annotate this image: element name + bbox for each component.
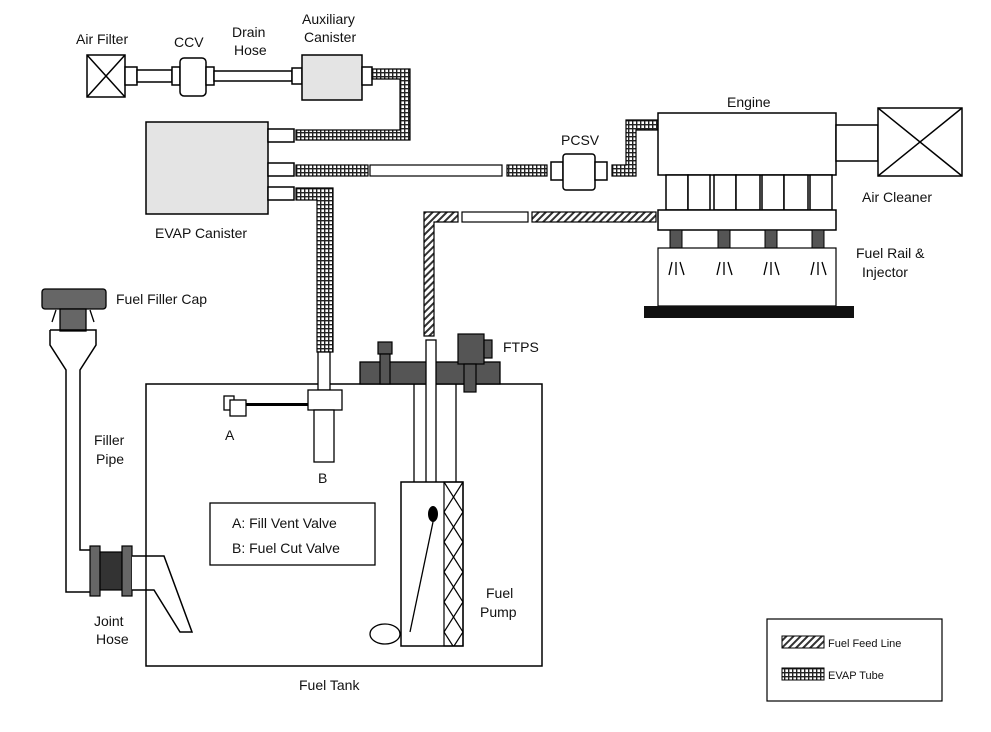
fuel-filler-cap <box>41 288 107 332</box>
fuel-cut-valve <box>307 351 343 463</box>
evap-canister-label: EVAP Canister <box>155 225 247 241</box>
fill-vent-valve-key: A: Fill Vent Valve <box>232 515 337 531</box>
purge-hose <box>369 164 503 177</box>
fuel-filter-element <box>443 481 464 647</box>
legend-evap-label: EVAP Tube <box>828 670 884 682</box>
legend: Fuel Feed Line EVAP Tube <box>766 618 943 702</box>
engine <box>657 112 837 176</box>
filler-pipe <box>49 329 97 593</box>
valve-key-box: A: Fill Vent Valve B: Fuel Cut Valve <box>209 502 376 566</box>
ccv-valve <box>171 57 215 97</box>
tank-inlet-pipe <box>132 555 194 633</box>
drain-hose <box>213 70 293 82</box>
joint-hose <box>89 545 133 597</box>
air-filter-hose <box>136 69 173 83</box>
legend-evap-swatch <box>781 667 825 681</box>
fuel-filler-cap-label: Fuel Filler Cap <box>116 291 207 307</box>
pcsv-label: PCSV <box>561 132 600 148</box>
fill-vent-valve <box>223 395 308 417</box>
auxiliary-canister <box>291 54 373 101</box>
pcsv-valve <box>550 153 608 191</box>
valve-a-label: A <box>225 427 235 443</box>
cylinder-head-outline <box>657 247 837 307</box>
evap-tube-purge-2 <box>506 164 548 177</box>
fuel-tank-label: Fuel Tank <box>299 677 360 693</box>
fuel-rail <box>657 209 837 231</box>
ftps-sensor <box>457 333 493 393</box>
filler-cap-bracket <box>51 309 95 323</box>
ftps-label: FTPS <box>503 339 539 355</box>
evap-canister <box>145 121 295 215</box>
injector-sprays <box>668 261 827 276</box>
fuel-injectors <box>669 229 825 249</box>
ccv-label: CCV <box>174 34 204 50</box>
evap-tube-aux-to-canister <box>295 68 411 141</box>
evap-tube-pcsv-to-engine <box>611 119 659 177</box>
valve-b-label: B <box>318 470 327 486</box>
engine-base-plate <box>644 306 854 318</box>
evap-tube-purge-1 <box>295 164 369 177</box>
fuel-level-float <box>369 623 401 645</box>
flange-fitting <box>377 341 393 385</box>
fuel-cut-valve-key: B: Fuel Cut Valve <box>232 540 340 556</box>
intake-duct <box>835 124 879 162</box>
air-filter-label: Air Filter <box>76 31 128 47</box>
fuel-feed-hose <box>461 211 529 223</box>
air-cleaner-label: Air Cleaner <box>862 189 932 205</box>
legend-fuel-feed-label: Fuel Feed Line <box>828 638 901 650</box>
fuel-rail-label: Fuel Rail &Injector <box>856 245 925 280</box>
air-filter <box>86 54 138 98</box>
fuel-feed-line-to-rail <box>531 211 657 223</box>
fuel-tank <box>145 383 543 667</box>
legend-fuel-feed-swatch <box>781 635 825 649</box>
pump-inlet-indicator <box>428 506 438 522</box>
fuel-feed-line-vertical <box>423 211 459 337</box>
air-cleaner <box>877 107 963 177</box>
fuel-level-float-arm <box>409 521 434 633</box>
evap-tube-canister-to-tank <box>295 187 334 353</box>
engine-label: Engine <box>727 94 771 110</box>
intake-runners <box>665 174 833 211</box>
